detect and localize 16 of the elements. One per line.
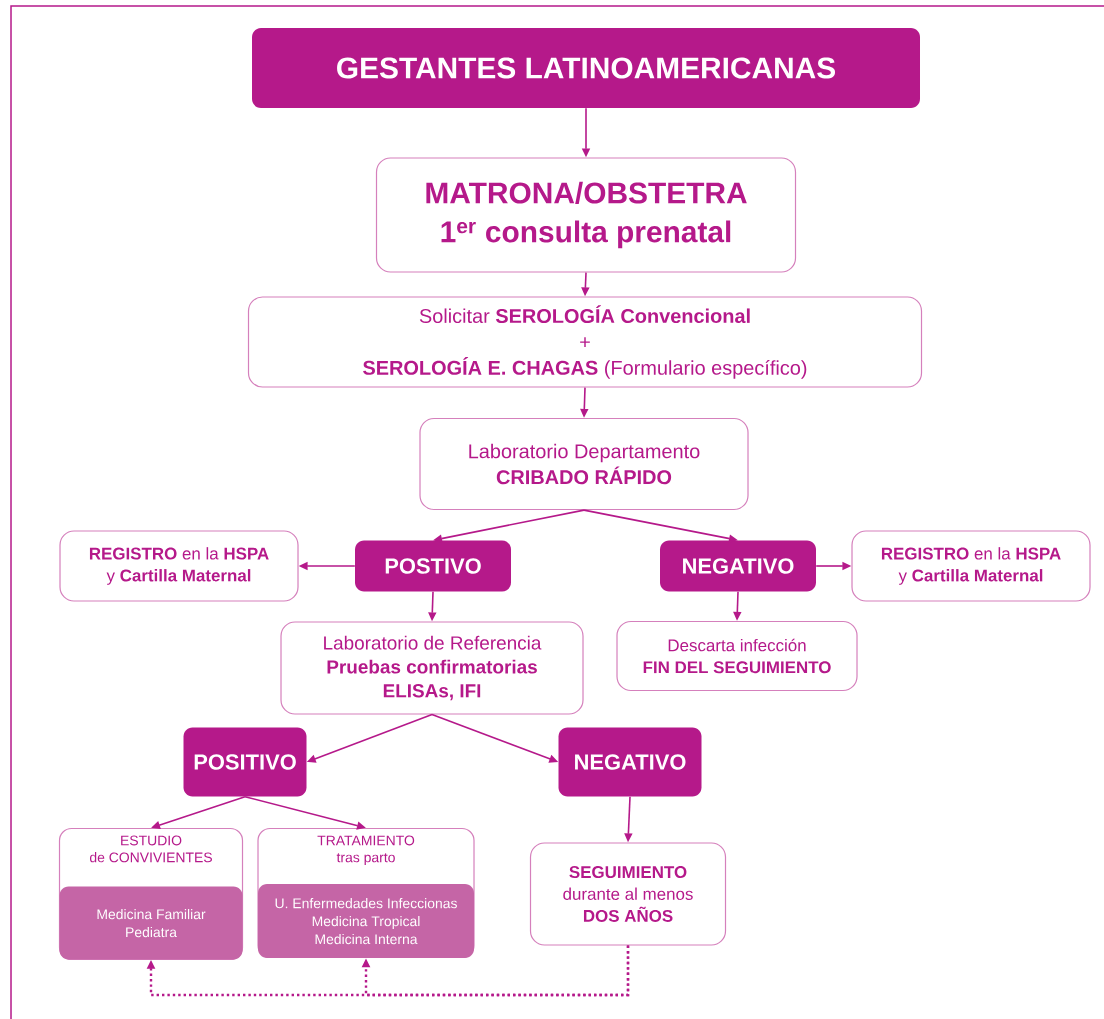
result-box: NEGATIVO xyxy=(558,727,702,797)
process-box: REGISTRO en la HSPA y Cartilla Maternal xyxy=(851,530,1091,602)
process-box: MATRONA/OBSTETRA 1$^{er}$ consulta prenatal xyxy=(375,157,797,273)
process-box: Descarta infección FIN DEL SEGUIMIENTO xyxy=(616,620,858,692)
service-box: Medicina Familiar Pediatra xyxy=(59,886,243,960)
result-box: POSITIVO xyxy=(183,727,307,797)
process-box: REGISTRO en la HSPA y Cartilla Maternal xyxy=(59,530,299,602)
process-box: Laboratorio de Referencia Pruebas confirmatorias ELISAs, IFI xyxy=(280,621,584,715)
process-box: Solicitar SEROLOGÍA Convencional + SEROLOGÍA E. CHAGAS (Formulario específico) xyxy=(247,296,923,388)
result-box: POSTIVO xyxy=(355,540,511,592)
service-box: U. Enfermedades Infeccionas Medicina Tropical Medicina Interna xyxy=(258,884,474,959)
result-box: NEGATIVO xyxy=(660,540,816,592)
process-box: SEGUIMIENTO durante al menos DOS AÑOS xyxy=(529,842,727,946)
process-box: Laboratorio Departamento CRIBADO RÁPIDO xyxy=(419,417,749,511)
dotted-arrow xyxy=(361,945,630,997)
title-box: GESTANTES LATINOAMERICANAS xyxy=(252,28,920,108)
